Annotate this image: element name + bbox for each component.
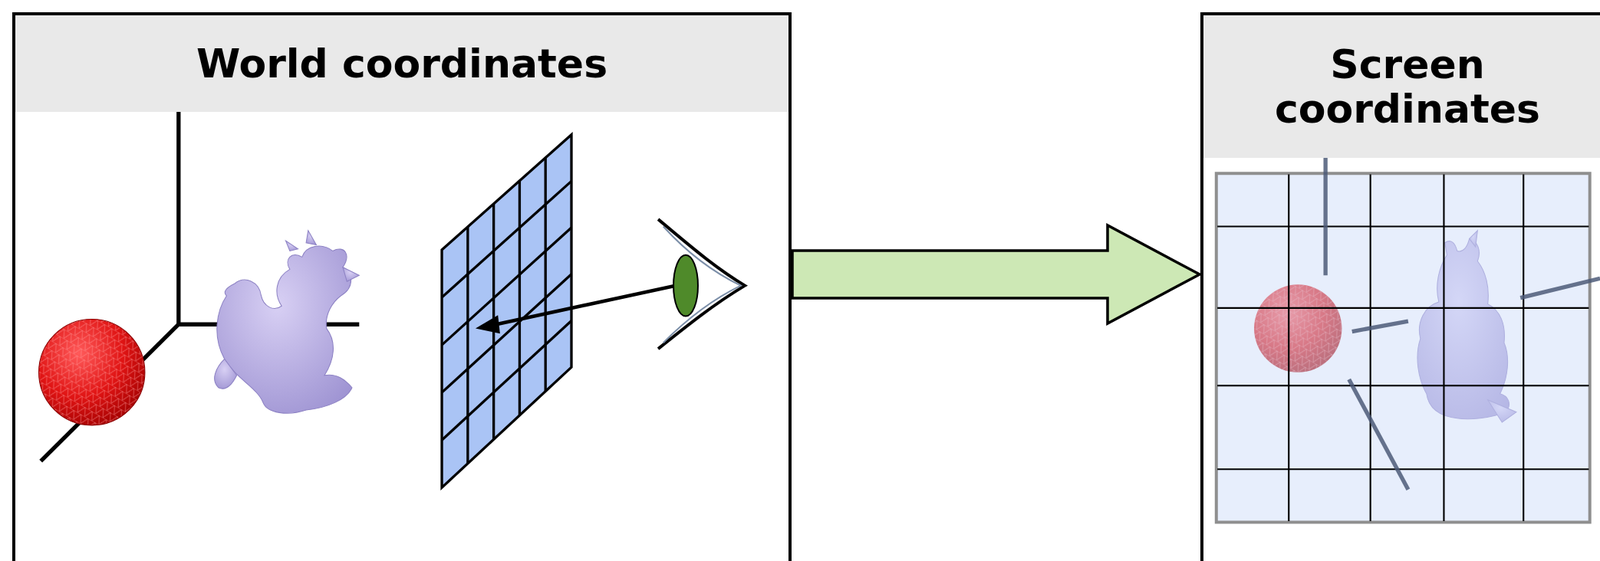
panel-header: Screen coordinates [1203,15,1600,159]
eye-symbol [658,219,745,349]
dragon-model [214,230,360,414]
transform-arrow [792,225,1200,324]
panel-header: World coordinates [15,15,789,112]
coordinate-panel: World coordinates [12,12,792,561]
red-sphere [39,319,145,426]
panel-title: Screen coordinates [1254,42,1561,132]
projected-axes [1325,156,1600,491]
coordinate-panel: Screen coordinates [1200,12,1600,561]
view-ray [475,286,676,335]
panel-title: World coordinates [196,41,608,86]
screen-plane [1216,173,1591,523]
